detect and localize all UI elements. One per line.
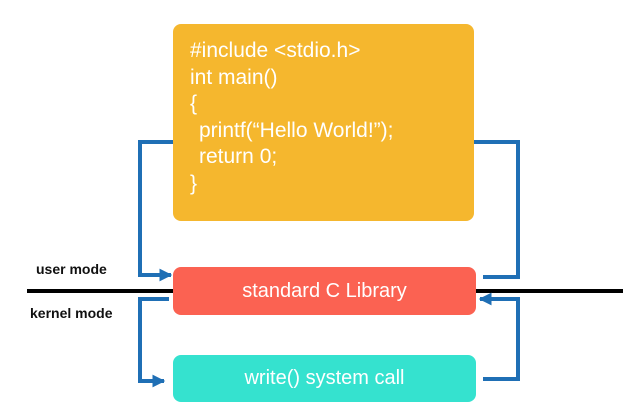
code-line-close-brace: } [190, 171, 198, 195]
arrow-syscall-to-library [478, 292, 520, 381]
kernel-mode-label: kernel mode [30, 305, 113, 321]
code-line-return: return 0; [199, 145, 278, 168]
arrow-library-to-syscall [138, 297, 169, 388]
code-line-include: #include <stdio.h> [190, 39, 361, 62]
standard-c-library-label: standard C Library [242, 279, 407, 302]
source-code-block: #include <stdio.h> int main() { printf(“… [173, 24, 474, 221]
write-system-call-box: write() system call [173, 355, 476, 402]
code-line-printf: printf(“Hello World!”); [199, 118, 394, 142]
arrow-printf-to-library [138, 140, 196, 282]
arrow-library-to-printf [440, 135, 520, 279]
write-system-call-label: write() system call [244, 367, 405, 389]
code-line-open-brace: { [190, 92, 198, 115]
standard-c-library-box: standard C Library [173, 267, 476, 315]
user-mode-label: user mode [36, 261, 107, 277]
code-line-main: int main() [190, 65, 278, 89]
